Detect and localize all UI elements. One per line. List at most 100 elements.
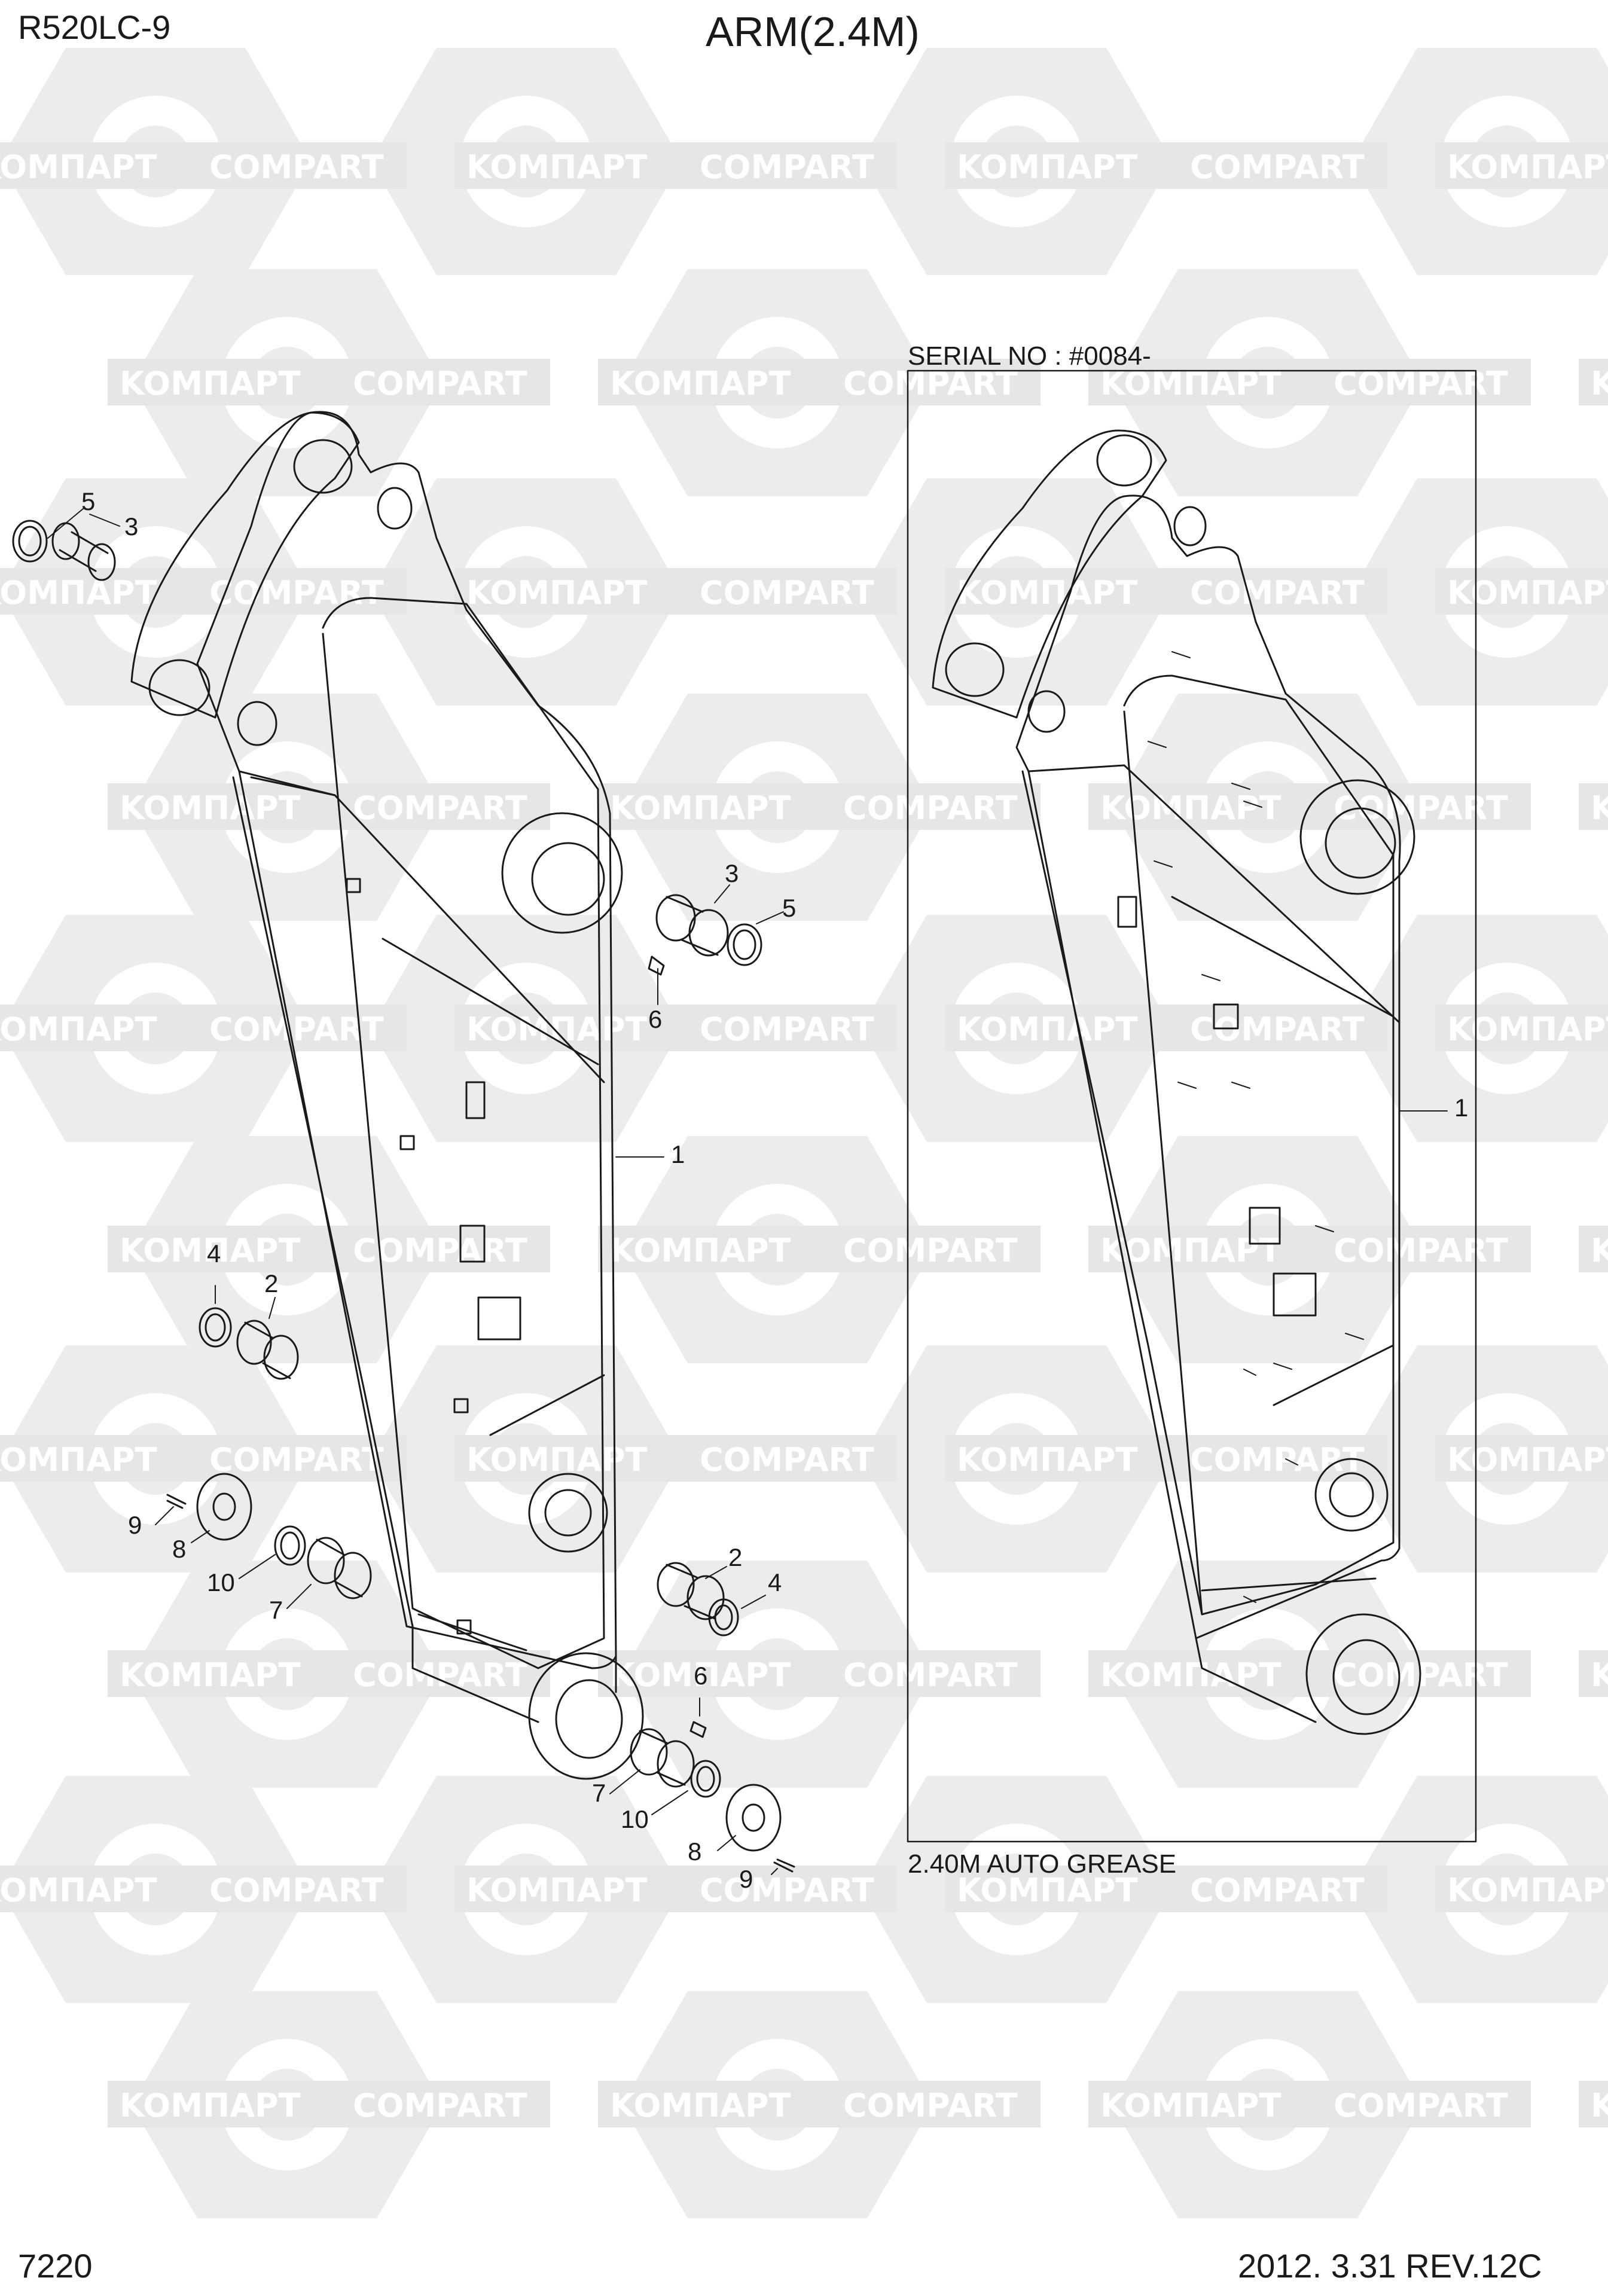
watermark-text-b: COMPART — [843, 1232, 1018, 1269]
watermark-text-a: KOMПАРТ — [120, 789, 301, 827]
revision-date: 2012. 3.31 REV.12C — [1238, 2247, 1542, 2285]
left-arm-lug-2 — [399, 1135, 415, 1150]
left-arm-side-plate — [322, 597, 605, 1669]
watermark-text-a: KOMПАРТ — [1591, 1232, 1608, 1269]
watermark-text-b: COMPART — [700, 1010, 874, 1048]
watermark-text-b: COMPART — [1334, 2087, 1508, 2124]
watermark-text-a: KOMПАРТ — [466, 574, 648, 612]
watermark-text-b: COMPART — [843, 2087, 1018, 2124]
left-arm-lug-3 — [453, 1398, 469, 1413]
watermark-band — [945, 568, 1387, 615]
watermark-band — [1435, 1435, 1608, 1482]
right-arm-boss-outer — [1299, 779, 1415, 895]
watermark-band — [0, 142, 407, 189]
watermark-text-a: KOMПАРТ — [120, 1232, 301, 1269]
right-arm-tip-boss — [1305, 1613, 1421, 1735]
part-callout-c10a: 10 — [207, 1568, 235, 1596]
left-arm-mid-hole — [237, 701, 277, 746]
watermark-band — [108, 359, 550, 405]
part-seal-10-left — [274, 1525, 306, 1566]
left-arm-tip-boss — [528, 1652, 644, 1780]
part-seal-4-right — [708, 1598, 739, 1636]
watermark-text-a: KOMПАРТ — [0, 148, 157, 186]
left-exploded-parts — [12, 520, 795, 1873]
watermark-band — [945, 142, 1387, 189]
watermark-text-a: KOMПАРТ — [466, 148, 648, 186]
watermark-text-a: KOMПАРТ — [0, 1010, 157, 1048]
left-arm-web — [250, 776, 605, 1651]
part-seal-4-left — [199, 1307, 232, 1348]
watermark-text-a: KOMПАРТ — [957, 1871, 1138, 1909]
watermark-text-a: KOMПАРТ — [1447, 1010, 1608, 1048]
serial-number-label: SERIAL NO : #0084- — [908, 341, 1151, 371]
left-arm-tip-boss-inner — [555, 1679, 623, 1759]
watermark-text-a: KOMПАРТ — [957, 148, 1138, 186]
watermark-band — [454, 142, 897, 189]
watermark-text-b: COMPART — [353, 789, 527, 827]
part-bolt-9-left — [166, 1494, 187, 1509]
watermark-text-b: COMPART — [1190, 148, 1365, 186]
right-arm-mid-hole — [1027, 690, 1066, 733]
left-arm-lower-boss — [528, 1473, 608, 1553]
watermark-text-a: KOMПАРТ — [957, 574, 1138, 612]
watermark-band — [1088, 1226, 1531, 1272]
watermark-text-a: KOMПАРТ — [1100, 2087, 1281, 2124]
part-callout-c6b: 6 — [694, 1662, 708, 1690]
part-callout-c7b: 7 — [592, 1779, 606, 1807]
part-callout-c9b: 9 — [739, 1865, 753, 1893]
variant-frame — [907, 370, 1477, 1843]
watermark-text-b: COMPART — [843, 789, 1018, 827]
watermark-text-b: COMPART — [700, 1441, 874, 1479]
watermark-text-b: COMPART — [700, 1871, 874, 1909]
watermark-text-b: COMPART — [209, 1441, 384, 1479]
watermark-text-b: COMPART — [209, 148, 384, 186]
watermark-band — [945, 1435, 1387, 1482]
watermark-text-b: COMPART — [1334, 1232, 1508, 1269]
watermark-text-a: KOMПАРТ — [1447, 1871, 1608, 1909]
watermark-text-a: KOMПАРТ — [610, 2087, 791, 2124]
variant-caption: 2.40M AUTO GREASE — [908, 1849, 1177, 1879]
right-arm-grease-block-4 — [1273, 1272, 1317, 1317]
right-arm-lower-boss — [1314, 1458, 1389, 1532]
part-callout-c8b: 8 — [688, 1837, 702, 1866]
part-callout-c7a: 7 — [269, 1596, 283, 1624]
watermark-text-a: KOMПАРТ — [610, 1232, 791, 1269]
watermark-text-a: KOMПАРТ — [1447, 574, 1608, 612]
watermark-band — [108, 1650, 550, 1697]
watermark-text-a: KOMПАРТ — [466, 1441, 648, 1479]
left-arm-lower-boss-inner — [544, 1489, 592, 1537]
right-arm-top-pivot-hole — [1096, 434, 1152, 487]
right-arm-side-plate — [1123, 674, 1395, 1616]
part-seal-5-top — [12, 520, 48, 563]
left-arm-top-pivot-hole — [293, 439, 353, 494]
part-callout-c9a: 9 — [128, 1511, 142, 1539]
watermark-band — [1088, 359, 1531, 405]
watermark-band — [0, 1004, 407, 1051]
watermark-text-a: KOMПАРТ — [466, 1010, 648, 1048]
watermark-text-a: KOMПАРТ — [610, 365, 791, 402]
part-callout-c2b: 2 — [728, 1543, 743, 1571]
part-fitting-6-bottom — [689, 1721, 707, 1738]
watermark-text-b: COMPART — [353, 365, 527, 402]
watermark-band — [1579, 1650, 1608, 1697]
model-label: R520LC-9 — [18, 8, 171, 46]
left-arm-assembly — [130, 411, 644, 1780]
watermark-text-a: KOMПАРТ — [957, 1441, 1138, 1479]
right-arm-lower-boss-inner — [1329, 1472, 1374, 1518]
watermark-text-a: KOMПАРТ — [120, 2087, 301, 2124]
watermark-band — [1579, 1226, 1608, 1272]
right-arm-grease-block-3 — [1249, 1207, 1281, 1245]
watermark-text-a: KOMПАРТ — [1100, 1656, 1281, 1694]
watermark-band — [454, 568, 897, 615]
part-callout-c5a: 5 — [81, 487, 96, 515]
watermark-text-b: COMPART — [1190, 574, 1365, 612]
left-leader-lines — [47, 508, 784, 1875]
watermark-band — [598, 783, 1041, 830]
watermark-text-a: KOMПАРТ — [1447, 1441, 1608, 1479]
watermark-text-a: KOMПАРТ — [1591, 789, 1608, 827]
part-callout-c4b: 4 — [768, 1568, 782, 1596]
part-callout-c2a: 2 — [264, 1269, 279, 1297]
right-arm-grease-block-2 — [1213, 1003, 1239, 1030]
